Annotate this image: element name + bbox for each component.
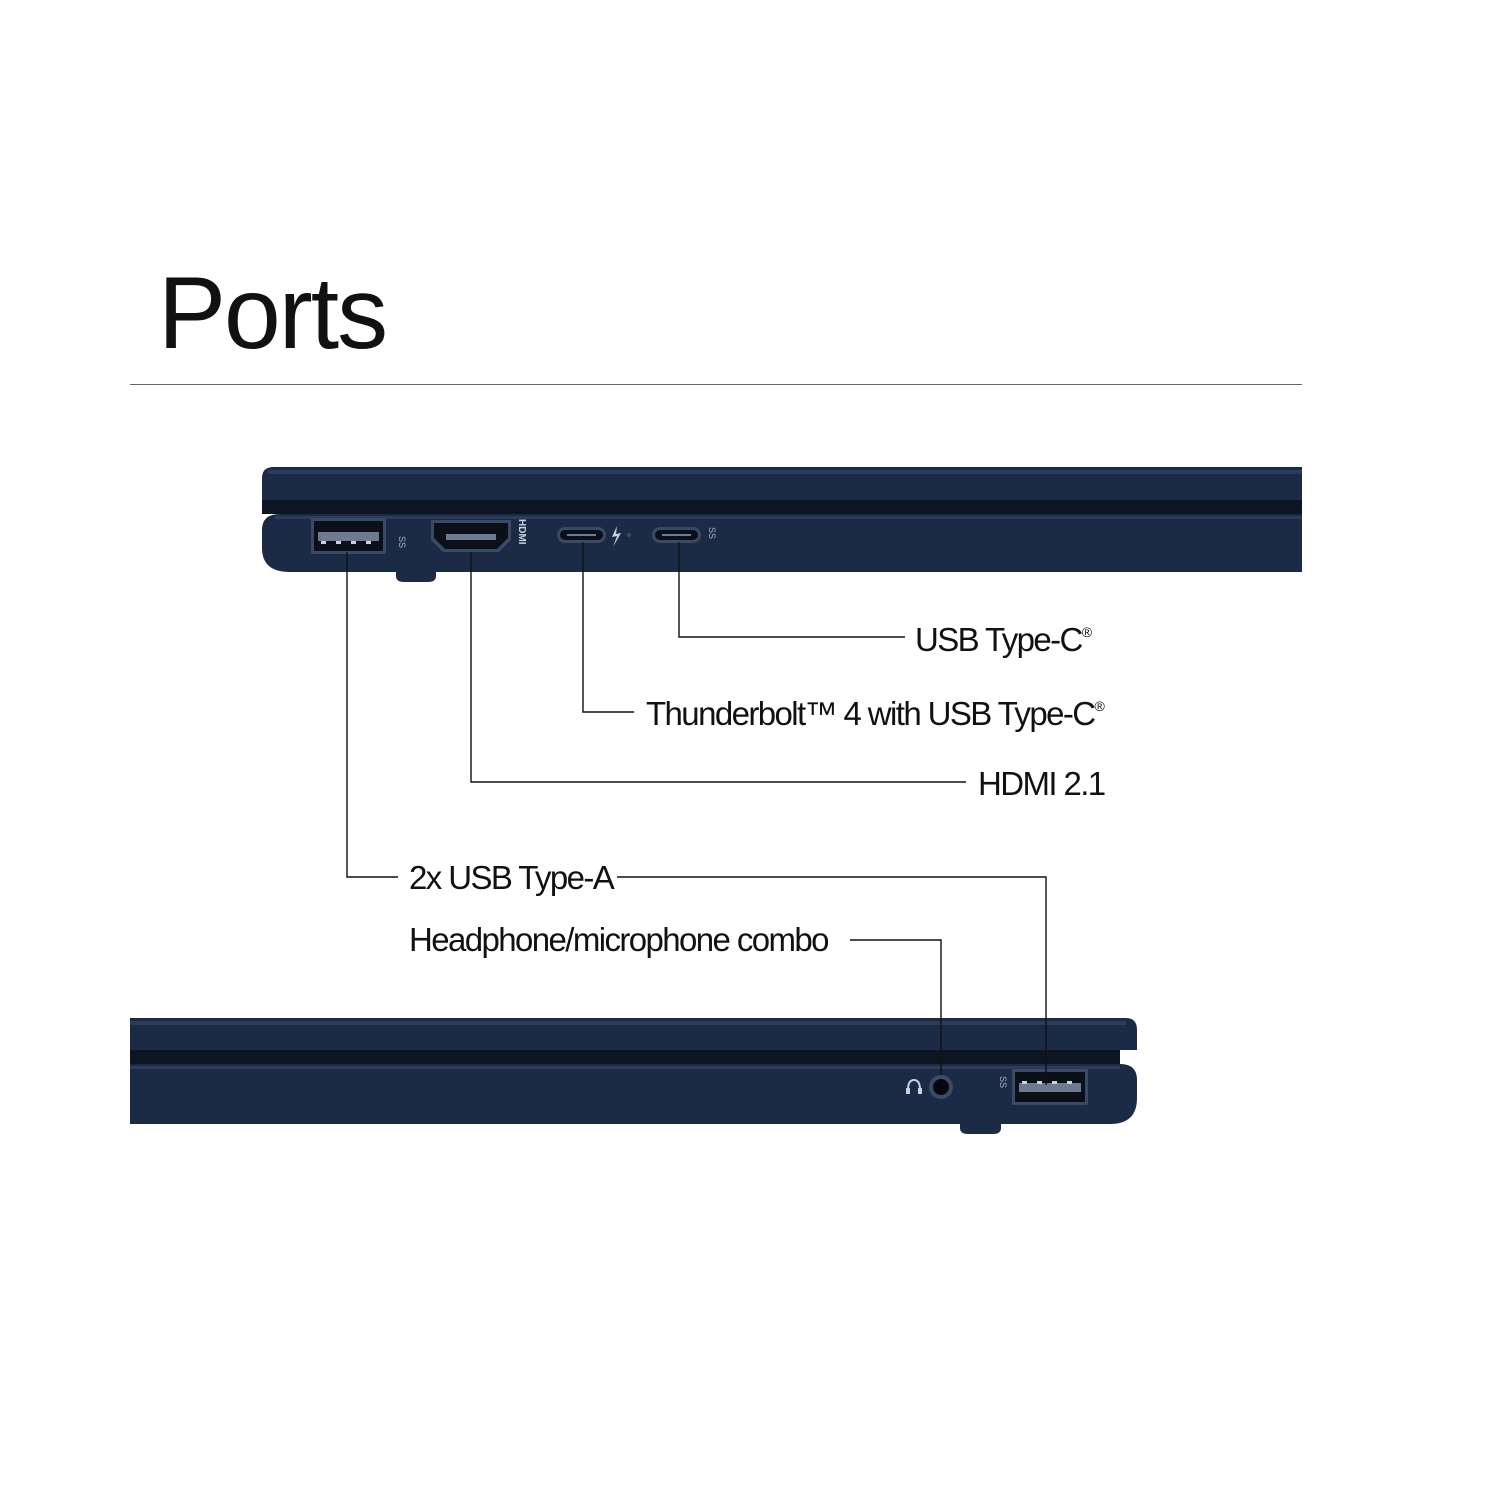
thunderbolt-usb-c-port [557,527,606,543]
usb-a-port-right [1012,1069,1088,1105]
laptop-left-side: SS HDMI SS [262,467,1302,582]
headset-icon [906,1078,922,1094]
charge-led-icon [627,533,631,537]
label-usb-c: USB Type-C® [915,621,1092,658]
usb-c-port [652,527,701,543]
superspeed-mark-left: SS [397,536,407,548]
hdmi-mark: HDMI [516,519,527,545]
label-usb-a: 2x USB Type-A [409,859,615,896]
leader-usb-c [678,542,905,638]
hdmi-port [431,520,511,552]
leader-thunderbolt [582,542,634,713]
laptop-right-side: SS [130,1018,1137,1134]
label-thunderbolt: Thunderbolt™ 4 with USB Type-C® [646,695,1105,732]
superspeed-mark-usb-c: SS [707,527,717,539]
leader-headphone [850,939,942,1075]
usb-a-port-left [311,518,386,554]
leader-hdmi [470,552,966,783]
page-title: Ports [158,256,388,370]
label-hdmi: HDMI 2.1 [978,765,1106,802]
thunderbolt-icon [612,526,621,547]
title-divider [130,384,1302,385]
audio-jack [929,1075,953,1099]
leader-usb-a-right [617,876,1047,1085]
leader-usb-a-left [346,552,398,878]
label-headphone: Headphone/microphone combo [409,921,829,958]
superspeed-mark-right: SS [998,1076,1008,1088]
